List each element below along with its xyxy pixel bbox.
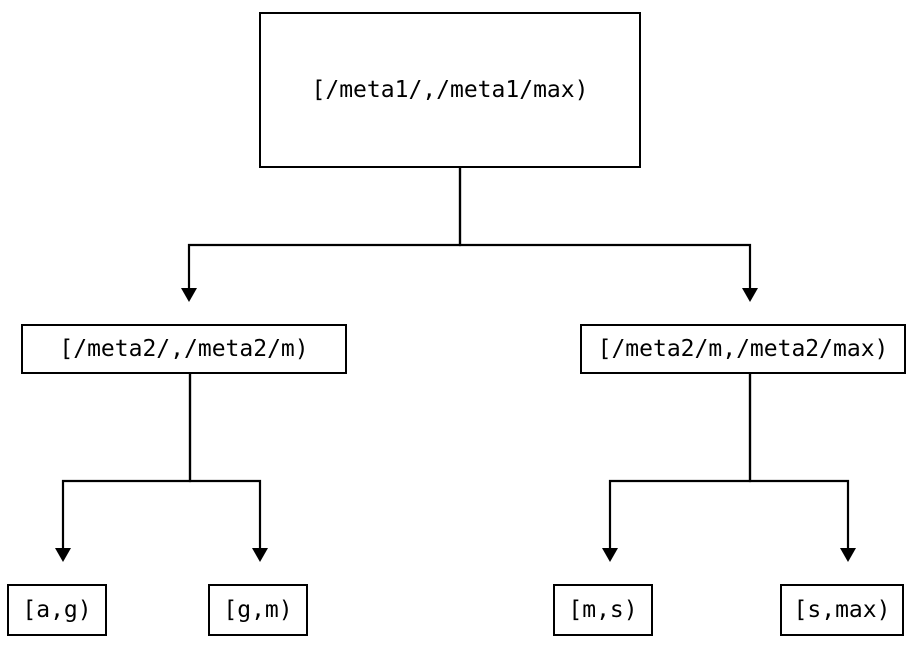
tree-node-leaf-gm[interactable]: [g,m) bbox=[208, 584, 308, 636]
edge-mid-right-to-leaf-ms bbox=[602, 374, 752, 562]
edge-root-to-mid-left bbox=[181, 168, 462, 302]
arrowhead-icon bbox=[742, 288, 758, 302]
tree-node-leaf-ag[interactable]: [a,g) bbox=[7, 584, 107, 636]
tree-node-leaf-gm-label: [g,m) bbox=[223, 596, 293, 623]
tree-node-mid-right[interactable]: [/meta2/m,/meta2/max) bbox=[580, 324, 906, 374]
edge-root-to-mid-right bbox=[458, 168, 758, 302]
arrowhead-icon bbox=[55, 548, 71, 562]
tree-node-root-label: [/meta1/,/meta1/max) bbox=[311, 76, 589, 103]
tree-node-leaf-smax[interactable]: [s,max) bbox=[780, 584, 904, 636]
tree-node-leaf-smax-label: [s,max) bbox=[793, 596, 891, 623]
edge-mid-left-to-leaf-gm bbox=[188, 374, 268, 562]
tree-node-leaf-ms-label: [m,s) bbox=[568, 596, 638, 623]
arrowhead-icon bbox=[181, 288, 197, 302]
arrowhead-icon bbox=[840, 548, 856, 562]
arrowhead-icon bbox=[252, 548, 268, 562]
tree-node-leaf-ms[interactable]: [m,s) bbox=[553, 584, 653, 636]
tree-node-root[interactable]: [/meta1/,/meta1/max) bbox=[259, 12, 641, 168]
tree-node-leaf-ag-label: [a,g) bbox=[22, 596, 92, 623]
tree-node-mid-left-label: [/meta2/,/meta2/m) bbox=[59, 335, 309, 362]
arrowhead-icon bbox=[602, 548, 618, 562]
edge-mid-left-to-leaf-ag bbox=[55, 374, 192, 562]
edge-mid-right-to-leaf-smax bbox=[748, 374, 856, 562]
tree-node-mid-right-label: [/meta2/m,/meta2/max) bbox=[597, 335, 889, 362]
tree-node-mid-left[interactable]: [/meta2/,/meta2/m) bbox=[21, 324, 347, 374]
